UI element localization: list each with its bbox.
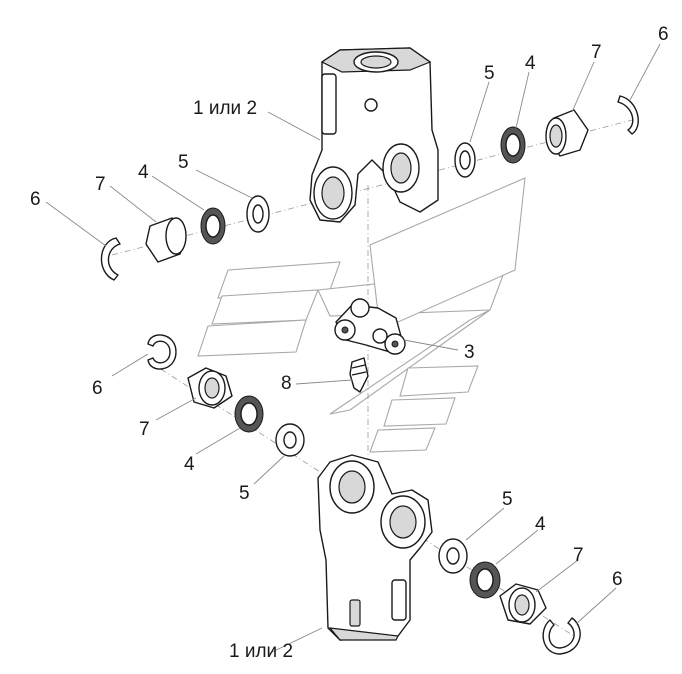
bearing-cup-lower-right xyxy=(499,583,547,625)
retaining-ring-middle-left xyxy=(147,334,177,370)
lower-yoke xyxy=(317,454,433,641)
seal-middle-left xyxy=(234,395,264,433)
washer-lower-right xyxy=(438,538,468,574)
callout-yoke-top: 1 или 2 xyxy=(193,98,258,119)
retaining-ring-lower-right xyxy=(542,617,581,655)
callout-spider: 3 xyxy=(464,342,475,363)
seal-upper-right xyxy=(500,126,526,164)
spider-cross xyxy=(334,298,406,355)
callout-seal-lower-right: 4 xyxy=(535,514,546,535)
callout-bearing-upper-right: 7 xyxy=(591,42,602,63)
callout-seal-middle-left: 4 xyxy=(184,454,195,475)
bearing-cup-middle-left xyxy=(187,367,233,409)
washer-middle-left xyxy=(275,423,305,457)
retaining-ring-upper-left xyxy=(100,237,121,281)
callout-washer-upper-left: 5 xyxy=(178,152,189,173)
callout-grease-fitting: 8 xyxy=(281,373,292,394)
washer-upper-right xyxy=(454,142,476,178)
washer-upper-left xyxy=(246,195,270,233)
seal-lower-right xyxy=(469,561,501,599)
callout-yoke-bottom: 1 или 2 xyxy=(229,641,294,662)
callout-bearing-middle-left: 7 xyxy=(139,419,150,440)
leader-lines xyxy=(45,43,661,655)
retaining-ring-upper-right xyxy=(617,95,639,135)
callout-washer-upper-right: 5 xyxy=(484,63,495,84)
callout-washer-middle-left: 5 xyxy=(239,483,250,504)
callout-seal-upper-left: 4 xyxy=(138,162,149,183)
bearing-cup-upper-left xyxy=(145,217,187,263)
seal-upper-left xyxy=(200,207,226,245)
callout-seal-upper-right: 4 xyxy=(525,53,536,74)
callout-bearing-upper-left: 7 xyxy=(95,174,106,195)
callout-ring-lower-right: 6 xyxy=(612,569,623,590)
bearing-cup-upper-right xyxy=(545,109,589,157)
grease-fitting xyxy=(349,357,369,393)
callout-ring-middle-left: 6 xyxy=(92,378,103,399)
callout-bearing-lower-right: 7 xyxy=(573,545,584,566)
callout-washer-lower-right: 5 xyxy=(502,489,513,510)
upper-yoke xyxy=(309,47,439,223)
callout-ring-upper-right: 6 xyxy=(658,24,669,45)
callout-ring-upper-left: 6 xyxy=(30,189,41,210)
